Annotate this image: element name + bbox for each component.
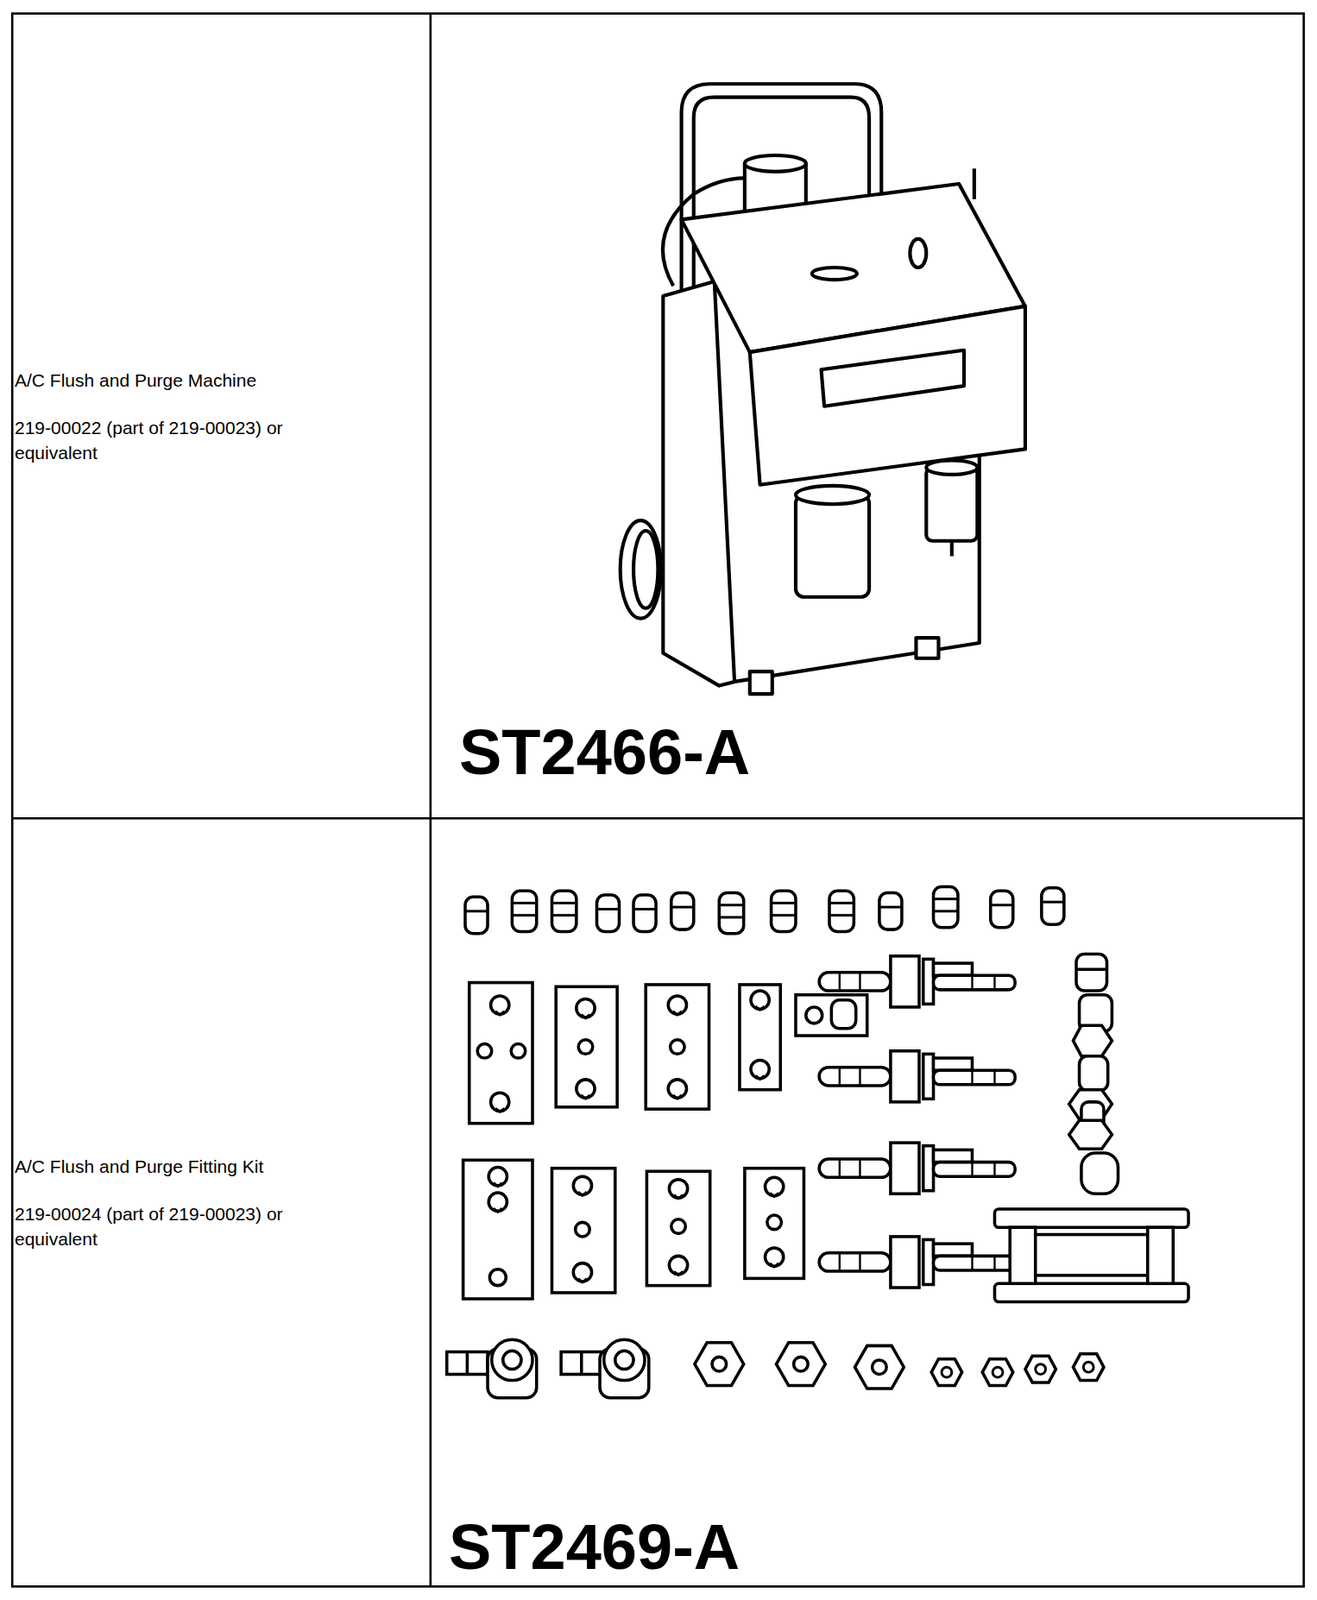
tool-name: A/C Flush and Purge Fitting Kit (14, 1153, 421, 1179)
tool-name: A/C Flush and Purge Machine (14, 367, 421, 393)
part-number: 219-00024 (part of 219-00023) or equival… (14, 1201, 360, 1253)
figure-code: ST2469-A (448, 1515, 740, 1580)
part-number: 219-00022 (part of 219-00023) or equival… (14, 415, 360, 467)
figure-code: ST2466-A (459, 720, 750, 785)
